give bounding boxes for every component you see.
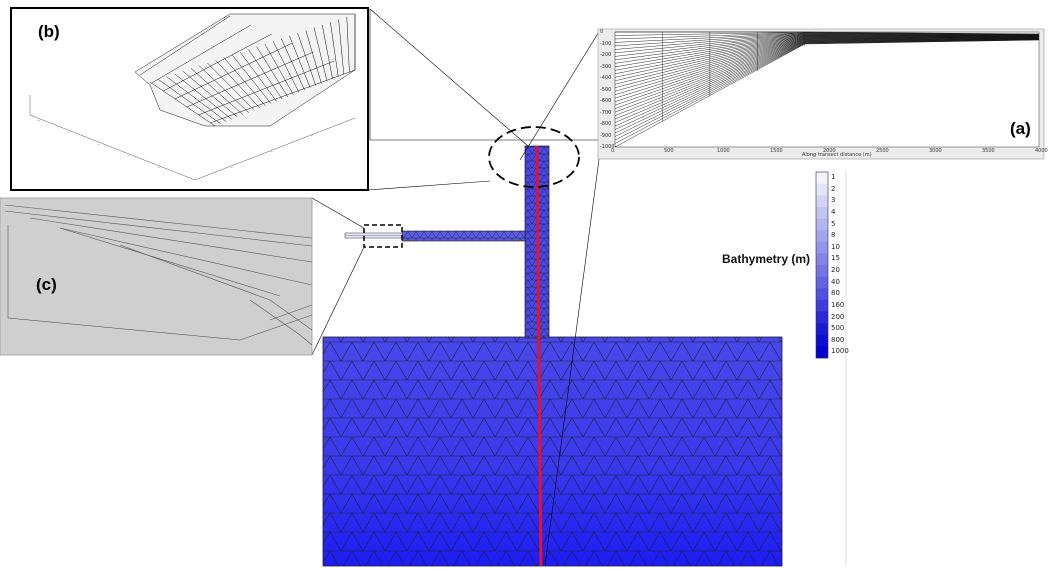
b-mesh-line xyxy=(139,15,231,76)
colorbar-swatch xyxy=(816,230,828,243)
b-mesh-line xyxy=(186,51,314,108)
b-mesh-line xyxy=(297,32,317,86)
b-mesh-line xyxy=(149,81,216,127)
profile-y-tick: -300 xyxy=(600,63,612,70)
colorbar-label: 200 xyxy=(831,312,845,321)
colorbar-swatch xyxy=(816,276,828,289)
profile-y-tick: -400 xyxy=(600,75,612,81)
colorbar-label: 800 xyxy=(831,335,845,344)
b-mesh-line xyxy=(305,30,322,84)
colorbar-swatch xyxy=(816,288,828,301)
b-mesh-line xyxy=(174,73,232,120)
colorbar-swatch xyxy=(816,323,828,336)
profile-x-tick: 0 xyxy=(611,148,615,154)
colorbar-label: 40 xyxy=(831,277,840,286)
profile-y-tick: -900 xyxy=(600,132,612,139)
b-mesh-line xyxy=(151,24,251,84)
profile-y-tick: -200 xyxy=(600,52,612,58)
profile-y-tick: -500 xyxy=(600,86,612,93)
b-mesh-line xyxy=(338,19,345,75)
transect-line xyxy=(535,145,543,567)
colorbar-swatch xyxy=(816,183,828,196)
colorbar-label: 20 xyxy=(831,266,840,274)
b-mesh-line xyxy=(215,60,260,109)
side-channel-mesh xyxy=(344,230,526,242)
junction-highlight-box xyxy=(363,224,403,248)
b-mesh-line xyxy=(182,70,238,118)
panel-b-label: (b) xyxy=(38,22,60,41)
profile-x-tick: 3500 xyxy=(982,148,995,154)
profile-x-tick: 4000 xyxy=(1035,148,1048,154)
colorbar-swatch xyxy=(816,265,828,277)
b-mesh-line xyxy=(256,46,289,98)
colorbar-label: 500 xyxy=(831,324,845,333)
b-mesh-line xyxy=(313,27,328,82)
colorbar-swatch xyxy=(816,218,828,231)
b-mesh-line xyxy=(248,49,283,100)
profile-x-tick: 1000 xyxy=(717,148,730,154)
b-mesh-line xyxy=(280,38,305,91)
colorbar-label: 8 xyxy=(831,231,836,240)
colorbar-label: 3 xyxy=(831,196,836,205)
b-mesh-line xyxy=(231,54,272,104)
profile-x-tick: 3000 xyxy=(929,148,942,154)
b-mesh-line xyxy=(321,24,333,80)
colorbar-swatch xyxy=(816,206,828,219)
profile-highlight-ellipse xyxy=(488,126,580,188)
colorbar-swatch xyxy=(816,253,828,266)
profile-x-label: Along transect distance (m) xyxy=(802,152,872,158)
b-mesh-line xyxy=(264,43,294,95)
colorbar-label: 1 xyxy=(831,173,836,181)
profile-y-tick: -1000 xyxy=(600,144,615,150)
colorbar-label: 1000 xyxy=(831,347,849,356)
b-mesh-line xyxy=(190,68,244,115)
b-mesh-line xyxy=(163,33,272,92)
bathymetry-title: Bathymetry (m) xyxy=(722,252,811,266)
profile-x-tick: 1500 xyxy=(770,148,783,154)
profile-x-tick: 500 xyxy=(664,148,674,154)
bathymetry-colorbar xyxy=(815,171,829,359)
profile-y-tick: -800 xyxy=(600,121,612,127)
basin-mesh xyxy=(322,336,783,567)
b-mesh-line xyxy=(239,51,277,102)
colorbar-label: 160 xyxy=(831,300,845,309)
colorbar-swatch xyxy=(816,299,828,312)
profile-y-tick: -100 xyxy=(600,40,612,47)
connector-lines xyxy=(311,8,847,566)
b-mesh-line xyxy=(158,79,221,124)
b-mesh-line xyxy=(272,41,300,93)
panel-b-inset xyxy=(10,7,369,191)
colorbar-swatch xyxy=(816,346,828,359)
colorbar-label: 5 xyxy=(831,219,836,228)
colorbar-swatch xyxy=(816,241,828,254)
b-mesh-line xyxy=(289,35,311,89)
panel-a-chart xyxy=(597,28,1045,160)
b-mesh-line xyxy=(346,16,350,73)
b-mesh-line xyxy=(209,69,356,124)
profile-y-tick: -700 xyxy=(600,109,612,116)
colorbar-label: 10 xyxy=(831,242,840,251)
colorbar-label: 15 xyxy=(831,254,840,263)
colorbar-swatch xyxy=(816,334,828,347)
profile-x-tick: 2000 xyxy=(823,148,836,154)
panel-c-inset xyxy=(0,197,313,356)
colorbar-swatch xyxy=(816,195,828,208)
colorbar-swatch xyxy=(816,172,828,184)
b-mesh-line xyxy=(198,60,335,116)
colorbar-label: 2 xyxy=(831,184,836,193)
profile-x-tick: 2500 xyxy=(876,148,889,154)
b-mesh-line xyxy=(330,22,339,77)
b-mesh-line xyxy=(207,62,255,111)
b-mesh-line xyxy=(199,65,249,113)
colorbar-label: 80 xyxy=(831,289,840,298)
panel-a-label: (a) xyxy=(1010,119,1031,138)
panel-c-label: (c) xyxy=(36,275,57,294)
profile-y-tick: -600 xyxy=(600,98,612,104)
colorbar-swatch xyxy=(816,311,828,324)
profile-y-tick: 0 xyxy=(600,29,604,35)
colorbar-label: 4 xyxy=(831,207,836,216)
b-mesh-line xyxy=(174,42,293,100)
